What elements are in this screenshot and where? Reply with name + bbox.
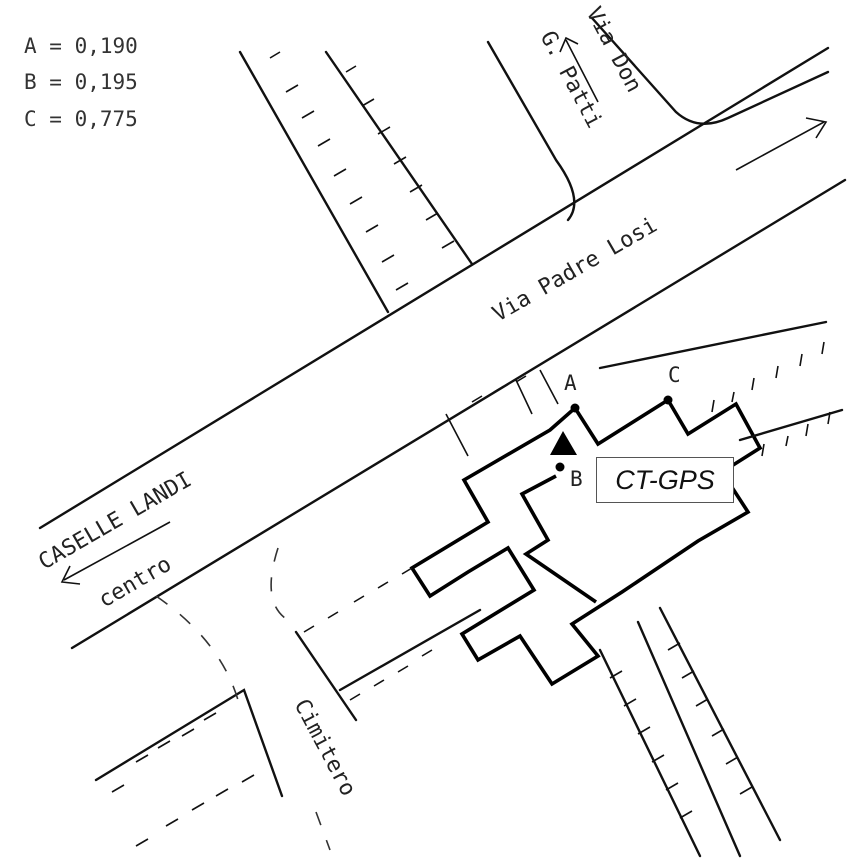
station-label: CT-GPS — [615, 464, 715, 495]
block-center-cells — [445, 369, 559, 457]
lower-right-edge-1 — [598, 648, 702, 858]
building-inner-wall — [519, 474, 598, 604]
centro-label: centro — [95, 552, 176, 613]
right-block-edge-1 — [598, 320, 828, 370]
block-nw-edge-2 — [324, 50, 474, 266]
lower-right-cells — [609, 642, 753, 819]
arrow-icon-east — [735, 117, 828, 171]
lower-right-edge-2 — [636, 620, 742, 858]
legend-a: A = 0,190 — [24, 34, 138, 58]
legend-c: C = 0,775 — [24, 107, 138, 131]
dashed-cimitero — [315, 811, 331, 851]
lower-street-edge — [338, 608, 482, 692]
lower-right-edge-3 — [658, 606, 782, 842]
building-outline — [409, 397, 763, 687]
arrow-icon-centro — [60, 521, 171, 585]
via-padre-losi-label: Via Padre Losi — [489, 213, 662, 327]
filled-triangle-icon — [550, 431, 577, 455]
side-street-east-edge — [590, 16, 830, 125]
point-b-label: B — [570, 467, 583, 491]
point-c-dot — [663, 395, 673, 405]
point-a-dot — [570, 403, 580, 413]
lower-middle-cells — [303, 567, 433, 701]
road-edge-south — [70, 178, 847, 650]
road-edge-north — [38, 46, 830, 530]
legend-b: B = 0,195 — [24, 70, 138, 94]
right-block-edge-2 — [738, 408, 844, 442]
point-b-dot — [555, 462, 565, 472]
side-street-west-edge — [486, 40, 576, 222]
station-label-box: CT-GPS — [596, 457, 734, 503]
arrow-icon-via-don — [559, 36, 599, 103]
block-nw-cells — [269, 51, 455, 291]
right-block-cells — [711, 341, 831, 457]
dashed-curve-left — [155, 595, 239, 701]
curb-left-block — [94, 688, 284, 798]
point-a-label: A — [564, 371, 577, 395]
cimitero-road-edge — [294, 630, 358, 722]
lower-left-cells — [111, 712, 255, 847]
block-nw-edge-1 — [238, 50, 390, 314]
dashed-curve-right — [270, 547, 297, 625]
via-don-label-line1: Via Don — [581, 3, 647, 97]
point-c-label: C — [668, 363, 681, 387]
caselle-landi-label: CASELLE LANDI — [35, 467, 197, 575]
